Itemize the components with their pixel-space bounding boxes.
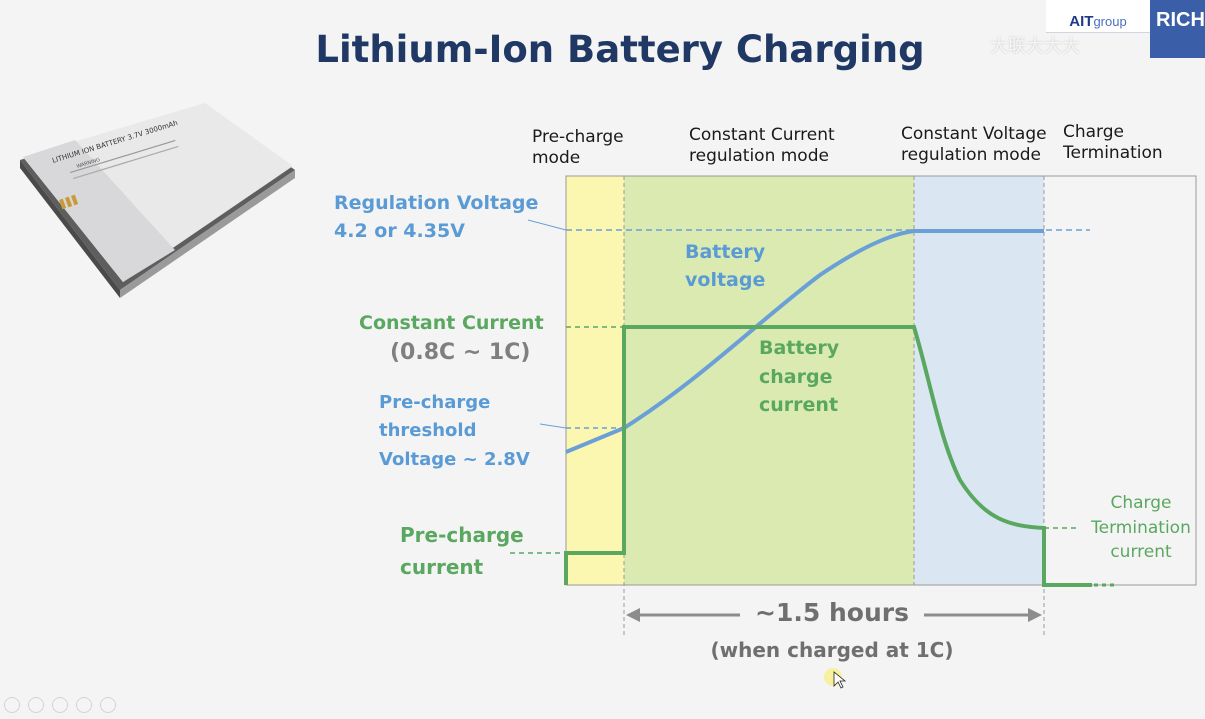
duration-label: ~1.5 hours (755, 598, 909, 627)
regulation-voltage-label: Regulation Voltage 4.2 or 4.35V (334, 190, 538, 245)
battery-voltage-label: Battery voltage (685, 239, 765, 294)
mode-precharge-line1: Pre-charge (532, 127, 624, 147)
battery-charge-current-line1: Battery (759, 337, 840, 359)
slide-title: Lithium-Ion Battery Charging (315, 28, 925, 71)
constant-current-zone (624, 176, 914, 585)
precharge-zone (566, 176, 624, 585)
richtek-logo: RICH (1150, 0, 1205, 58)
constant-voltage-zone (914, 176, 1044, 585)
regulation-voltage-line2: 4.2 or 4.35V (334, 219, 465, 242)
mode-term-line2: Termination (1063, 142, 1163, 163)
termination-current-line3: current (1110, 542, 1172, 563)
mode-cc-line2: regulation mode (689, 145, 829, 166)
mode-header-constant-current: Constant Current regulation mode (689, 125, 835, 166)
mouse-cursor-icon (833, 671, 847, 689)
battery-illustration: LITHIUM ION BATTERY 3.7V 3000mAh WARNING (20, 103, 295, 298)
battery-charge-current-label: Battery charge current (759, 334, 839, 420)
mode-precharge-line2: mode (532, 147, 581, 168)
precharge-threshold-line3: Voltage ~ 2.8V (379, 448, 530, 470)
battery-voltage-curve (565, 229, 1044, 454)
mode-header-termination: Charge Termination (1063, 122, 1163, 163)
mode-cv-line1: Constant Voltage (901, 124, 1047, 144)
charge-termination-current-label: Charge Termination current (1086, 491, 1196, 565)
precharge-current-line1: Pre-charge (400, 523, 524, 547)
mode-cc-line1: Constant Current (689, 125, 835, 145)
battery-voltage-line1: Battery (685, 241, 766, 263)
duration-arrowhead-left (626, 608, 640, 622)
precharge-current-line2: current (400, 555, 484, 579)
mode-header-precharge: Pre-charge mode (532, 127, 624, 168)
next-icon[interactable] (28, 697, 44, 713)
mode-cv-line2: regulation mode (901, 144, 1041, 165)
pen-icon[interactable] (52, 697, 68, 713)
duration-arrowhead-right (1028, 608, 1042, 622)
more-icon[interactable] (100, 697, 116, 713)
precharge-threshold-line2: threshold (379, 420, 477, 442)
zoom-icon[interactable] (76, 697, 92, 713)
mode-header-constant-voltage: Constant Voltage regulation mode (901, 124, 1047, 165)
ait-group-logo: AITgroup (1046, 0, 1150, 33)
battery-charge-current-line3: current (759, 394, 839, 416)
ait-logo-suffix: group (1093, 14, 1127, 29)
precharge-threshold-label: Pre-charge threshold Voltage ~ 2.8V (379, 389, 530, 474)
termination-current-line2: Termination (1091, 517, 1191, 538)
termination-current-line1: Charge (1110, 493, 1172, 513)
duration-note: (when charged at 1C) (710, 638, 954, 662)
precharge-threshold-pointer (539, 423, 567, 429)
ait-logo-text: AIT (1069, 13, 1094, 30)
battery-charge-current-line2: charge (759, 365, 833, 388)
chart-frame (565, 175, 1197, 586)
regulation-voltage-pointer (527, 219, 567, 231)
battery-voltage-line2: voltage (685, 268, 766, 291)
previous-icon[interactable] (4, 697, 20, 713)
constant-current-label: Constant Current (359, 312, 544, 334)
presentation-toolbar[interactable] (0, 695, 150, 713)
watermark: 大联大大大 (990, 36, 1080, 57)
precharge-threshold-line1: Pre-charge (379, 392, 491, 413)
constant-current-range-label: (0.8C ~ 1C) (390, 340, 531, 365)
regulation-voltage-line1: Regulation Voltage (334, 192, 539, 214)
precharge-current-label: Pre-charge current (400, 519, 524, 583)
battery-charge-current-curve (564, 325, 1092, 587)
mode-term-line1: Charge (1063, 122, 1125, 142)
